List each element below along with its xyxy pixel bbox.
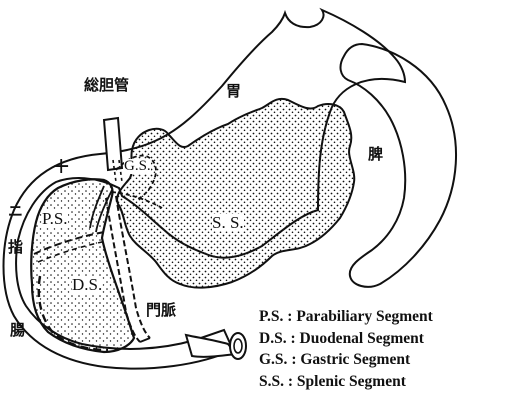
stomach-label: 胃 bbox=[226, 84, 241, 99]
portal-vein-label: 門脈 bbox=[146, 303, 176, 318]
legend-row-gs: G.S. : Gastric Segment bbox=[259, 349, 433, 371]
duodenum-label-3: 腸 bbox=[10, 323, 25, 338]
spleen-label: 脾 bbox=[368, 147, 383, 162]
segment-label-ps: P.S. bbox=[42, 210, 68, 227]
legend-row-ps: P.S. : Parabiliary Segment bbox=[259, 306, 433, 328]
common-bile-duct-label: 総胆管 bbox=[84, 78, 129, 93]
legend-row-ds: D.S. : Duodenal Segment bbox=[259, 328, 433, 350]
segment-label-ds: D.S. bbox=[72, 276, 102, 293]
segment-label-ss: S. S. bbox=[212, 214, 244, 231]
legend-row-ss: S.S. : Splenic Segment bbox=[259, 371, 433, 393]
duodenum-label-1: ニ bbox=[8, 204, 23, 219]
plus-sign: + bbox=[52, 156, 70, 178]
pancreas-body bbox=[117, 99, 354, 288]
duodenum-label-2: 指 bbox=[8, 240, 23, 255]
segment-label-gs: G.S. bbox=[124, 159, 151, 174]
legend: P.S. : Parabiliary Segment D.S. : Duoden… bbox=[259, 306, 433, 392]
